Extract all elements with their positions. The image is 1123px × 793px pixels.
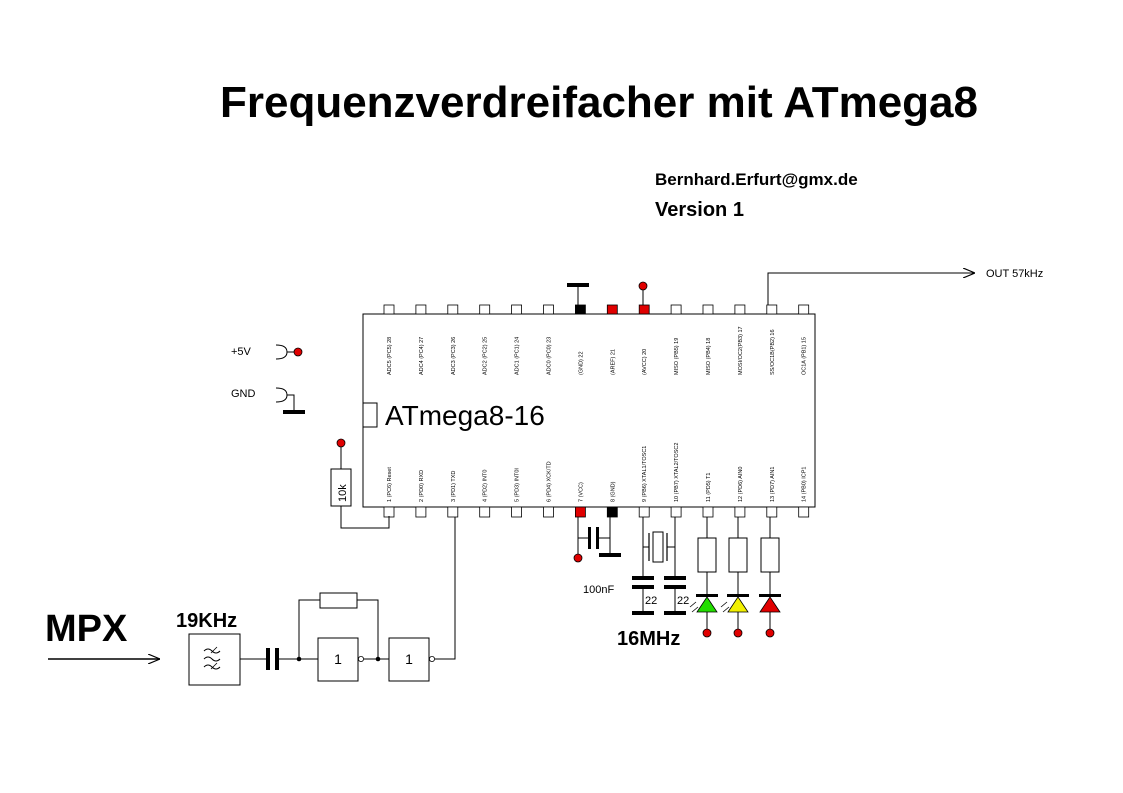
feedback-resistor (298, 592, 379, 659)
chip-top-pin-label: MOSI/OC2(PB3) 17 (738, 326, 744, 375)
chip-bottom-pin (543, 506, 554, 518)
chip-top-pin-label: ADC4 (PC4) 27 (419, 337, 425, 375)
crystal-capacitor-1 (632, 576, 654, 615)
chip-top-pin (798, 304, 810, 315)
chip-top-pin (415, 304, 427, 315)
chip-top-pin-label: ADC5 (PC5) 28 (387, 337, 393, 375)
chip-bottom-pin (702, 506, 714, 518)
vcc-connector-icon (275, 344, 303, 360)
chip-bottom-pin-label: 14 (PB0) ICP1 (802, 467, 808, 502)
chip-top-pin (734, 304, 746, 315)
chip-bottom-pin-label: 13 (PD7) AIN1 (770, 467, 776, 502)
chip-top-pin-label: ADC2 (PC2) 25 (483, 337, 489, 375)
chip-top-pin-label: ADC1 (PC1) 24 (515, 337, 521, 375)
chip-bottom-pin (575, 506, 586, 518)
chip-bottom-pin-label: 10 (PB7) XTAL2/TOSC2 (674, 443, 680, 502)
gnd-label: GND (231, 388, 256, 400)
crystal-cap-1-label: 22 (645, 595, 657, 607)
reset-resistor-label: 10k (337, 484, 349, 502)
chip-bottom-pin (447, 506, 459, 518)
chip-top-pin-label: ADC3 (PC3) 26 (451, 337, 457, 375)
version-label: Version 1 (655, 199, 744, 221)
chip-top-pin (670, 304, 682, 315)
inverter-gate-2 (388, 517, 456, 682)
chip-bottom-pin (734, 506, 746, 518)
gnd-connector-icon (275, 387, 305, 414)
input-label: MPX (45, 608, 128, 650)
chip-top-pin-label: MISO (PB4) 18 (706, 338, 712, 375)
chip-bottom-pin-label: 6 (PD4) XCK/TD (547, 461, 553, 502)
chip-top-pin (575, 304, 586, 315)
chip-top-pin-label: (GND) 22 (578, 351, 584, 375)
output-label: OUT 57kHz (986, 268, 1043, 280)
inverter-gate-1 (317, 637, 389, 682)
chip-bottom-pins: 1 (PC6) Reset 2 (PD0) RXD 3 (PD1) TXD 4 (PD… (383, 443, 810, 518)
crystal-capacitor-2 (664, 576, 686, 615)
chip-body (362, 313, 816, 508)
chip-bottom-pin-label: 1 (PC6) Reset (387, 467, 393, 502)
chip-bottom-pin (670, 506, 682, 518)
chip-top-pin (479, 304, 491, 315)
gnd-symbol-pin22 (567, 283, 589, 305)
chip-top-pin-label: SS/OC1B(PB2) 16 (770, 329, 776, 375)
chip-bottom-pin-label: 8 (GND) (610, 481, 616, 502)
output-line (767, 273, 975, 306)
chip-top-pin (543, 304, 554, 315)
decoupling-cap-label: 100nF (583, 584, 614, 596)
vcc-dot-pin20 (638, 281, 648, 305)
chip-top-pin (766, 304, 778, 315)
chip-top-pin-label: (AREF) 21 (610, 349, 616, 375)
chip-top-pins: ADC5 (PC5) 28 ADC4 (PC4) 27 ADC3 (PC3) 26 A… (383, 304, 810, 375)
diagram-title: Frequenzverdreifacher mit ATmega8 (220, 78, 978, 127)
led-red (759, 517, 781, 638)
led-green (689, 517, 718, 638)
chip-bottom-pin-label: 5 (PD3) INT0I (515, 468, 521, 502)
chip-bottom-pin (479, 506, 491, 518)
chip-bottom-pin (383, 506, 395, 518)
bandpass-filter-icon (188, 633, 241, 686)
chip-bottom-pin-label: 11 (PD5) T1 (706, 473, 712, 502)
gate-2-label: 1 (405, 651, 413, 667)
chip-top-pin (638, 304, 650, 315)
chip-bottom-pin (511, 506, 523, 518)
chip-top-pin (383, 304, 395, 315)
decoupling-capacitor (573, 517, 621, 563)
chip-bottom-pin (606, 506, 618, 518)
coupling-capacitor (240, 648, 318, 670)
vcc-label: +5V (231, 346, 252, 358)
chip-bottom-pin (766, 506, 778, 518)
gate-1-label: 1 (334, 651, 342, 667)
crystal (642, 517, 676, 576)
led-yellow (720, 517, 749, 638)
crystal-frequency-label: 16MHz (617, 628, 680, 650)
chip-top-pin-label: ADC0 (PC0) 23 (547, 337, 553, 375)
chip-top-pin-label: OC1A (PB1) 15 (802, 337, 808, 375)
crystal-cap-2-label: 22 (677, 595, 689, 607)
reset-resistor (330, 438, 390, 529)
chip-bottom-pin (638, 506, 650, 518)
chip-notch (362, 402, 378, 428)
author-email: Bernhard.Erfurt@gmx.de (655, 170, 858, 189)
chip-bottom-pin-label: 2 (PD0) RXD (419, 470, 425, 502)
filter-label: 19KHz (176, 610, 237, 632)
chip-bottom-pin-label: 9 (PB6) XTAL1/TOSC1 (642, 446, 648, 502)
chip-bottom-pin (798, 506, 810, 518)
chip-top-pin (447, 304, 459, 315)
chip-bottom-pin-label: 4 (PD2) INT0 (483, 470, 489, 502)
chip-name: ATmega8-16 (385, 400, 545, 431)
chip-top-pin-label: (AVCC) 20 (642, 349, 648, 375)
chip-bottom-pin-label: 3 (PD1) TXD (451, 471, 457, 502)
chip-top-pin (606, 304, 618, 315)
chip-top-pin (702, 304, 714, 315)
chip-bottom-pin (415, 506, 427, 518)
chip-top-pin-label: MISO (PB5) 19 (674, 338, 680, 375)
chip-bottom-pin-label: 12 (PD6) AIN0 (738, 467, 744, 502)
chip-top-pin (511, 304, 523, 315)
chip-bottom-pin-label: 7 (VCC) (578, 482, 584, 502)
